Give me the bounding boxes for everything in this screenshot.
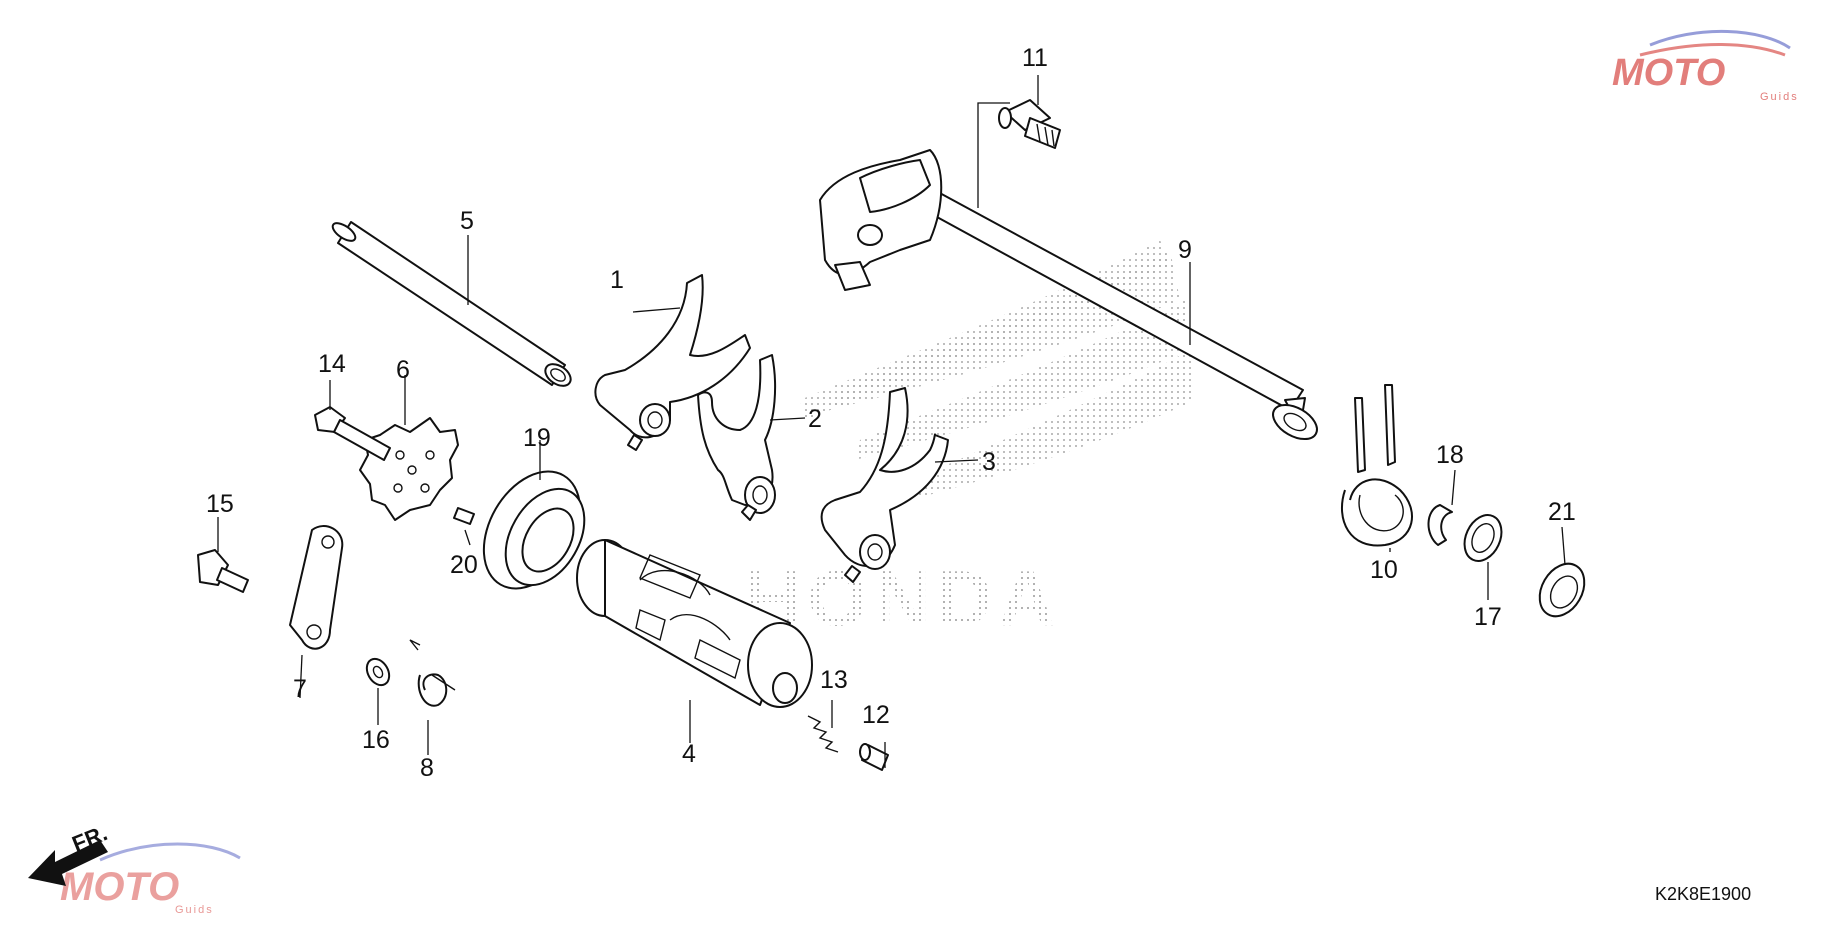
diagram-code: K2K8E1900 [1655, 884, 1751, 904]
part-1-shift-fork [594, 274, 751, 451]
logo-main-text: MOTO [60, 865, 179, 909]
callout-13: 13 [820, 666, 848, 694]
watermark-text: HONDA [745, 554, 1061, 642]
part-7-stopper-arm [289, 525, 344, 650]
part-13-spring [807, 715, 839, 753]
logo-sub-text: Guids [1760, 91, 1799, 103]
callout-20: 20 [450, 551, 478, 579]
callout-15: 15 [206, 490, 234, 518]
part-20-pin [453, 507, 475, 525]
part-5-fork-shaft [331, 221, 572, 387]
moto-logo-top: MOTO Guids [1612, 29, 1799, 103]
part-18-circlip [1427, 504, 1453, 546]
part-3-shift-fork [820, 387, 949, 583]
logo-main-text: MOTO [1612, 52, 1725, 94]
callout-9: 9 [1178, 236, 1192, 264]
part-4-shift-drum [576, 539, 813, 708]
part-15-bolt [197, 549, 249, 593]
part-14-bolt [314, 406, 391, 461]
part-6-stopper-plate [359, 417, 459, 521]
callout-18: 18 [1436, 441, 1464, 469]
part-11-bolt [998, 99, 1061, 149]
callout-10: 10 [1370, 556, 1398, 584]
moto-logo-bottom: MOTO Guids [60, 842, 241, 916]
callout-21: 21 [1548, 498, 1576, 526]
callout-labels: 1 2 3 4 5 6 7 8 9 10 11 12 13 14 15 16 1… [206, 44, 1576, 782]
part-21-oil-seal [1538, 562, 1586, 618]
part-2-shift-fork [697, 354, 777, 521]
logo-sub-text: Guids [175, 904, 214, 916]
callout-12: 12 [862, 701, 890, 729]
leader-lines [217, 75, 1566, 768]
callout-11: 11 [1022, 44, 1048, 72]
callout-14: 14 [318, 350, 346, 378]
callout-3: 3 [982, 448, 996, 476]
callout-1: 1 [610, 266, 624, 294]
callout-2: 2 [808, 405, 822, 433]
callout-5: 5 [460, 207, 474, 235]
callout-17: 17 [1474, 603, 1502, 631]
callout-8: 8 [420, 754, 434, 782]
part-10-return-spring [1340, 384, 1413, 547]
callout-19: 19 [523, 424, 551, 452]
callout-16: 16 [362, 726, 390, 754]
part-16-washer [365, 657, 391, 687]
part-9-gearshift-spindle [819, 149, 1318, 441]
part-12-pin [859, 743, 889, 771]
part-17-washer [1463, 514, 1503, 562]
callout-6: 6 [396, 356, 410, 384]
part-19-bearing [482, 470, 586, 590]
part-8-spring [409, 639, 456, 707]
callout-7: 7 [293, 675, 307, 703]
callout-4: 4 [682, 740, 696, 768]
